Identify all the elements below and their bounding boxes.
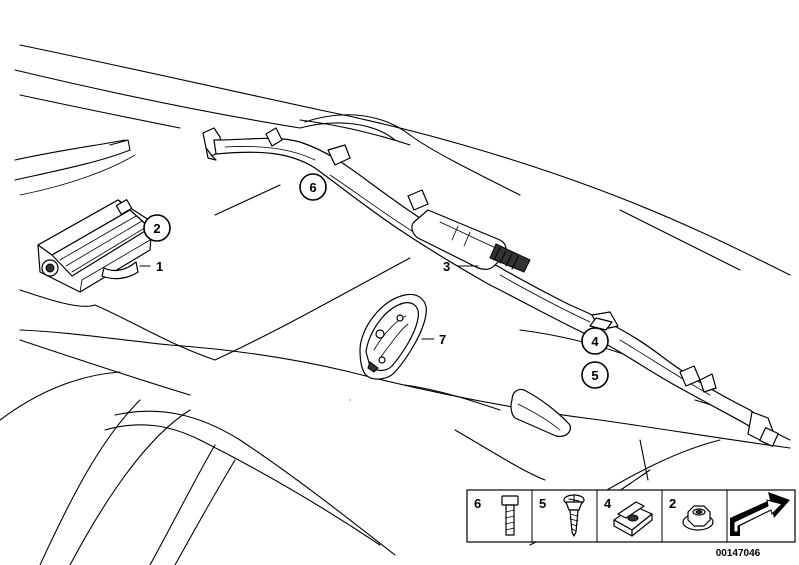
curtain-airbag-part-3[interactable] [202,127,779,447]
callout-3[interactable]: 3 [443,259,450,274]
legend-item-6-label: 6 [474,496,481,511]
legend-item-2[interactable]: 2 [669,496,714,531]
callout-6-label: 6 [309,180,316,195]
callout-6-circle [299,173,327,201]
legend-item-5[interactable]: 5 [539,494,585,537]
legend-item-5-label: 5 [539,496,546,511]
trim-cover-part-7[interactable] [359,293,427,380]
legend-item-2-label: 2 [669,496,676,511]
small-parts-legend: 6 5 4 [466,489,796,543]
callout-4[interactable]: 4 [581,327,609,355]
callout-4-circle [581,327,609,355]
hex-nut-icon [682,505,714,531]
callout-6[interactable]: 6 [299,173,327,201]
bolt-icon [501,495,519,536]
callout-5-circle [581,361,609,389]
screw-icon [563,494,585,537]
callout-1-label: 1 [156,259,163,274]
callout-2[interactable]: 2 [143,214,171,242]
airbag-module-part-1[interactable] [37,199,153,293]
callout-7[interactable]: 7 [439,332,446,347]
generator-thread [489,243,531,273]
callout-5[interactable]: 5 [581,361,609,389]
diagram-code: 00147046 [716,548,761,559]
callout-5-label: 5 [591,368,598,383]
car-body-outline [0,44,791,565]
leader-lines [139,265,479,340]
clip-nut-icon [613,501,653,537]
legend-item-4[interactable]: 4 [604,496,653,537]
callout-2-circle [143,214,171,242]
callout-7-label: 7 [439,332,446,347]
roof-antenna [510,388,571,437]
arrow-icon [730,492,790,536]
callout-3-label: 3 [443,259,450,274]
callout-4-label: 4 [591,334,599,349]
callout-1[interactable]: 1 [156,259,163,274]
legend-item-6[interactable]: 6 [474,495,519,536]
legend-item-4-label: 4 [604,496,612,511]
callout-2-label: 2 [153,221,160,236]
